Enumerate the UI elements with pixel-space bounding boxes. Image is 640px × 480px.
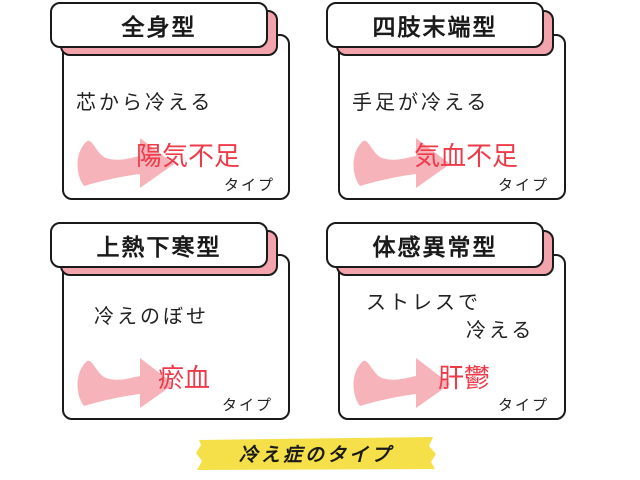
card-title: 四肢末端型 — [326, 2, 544, 48]
card-title: 体感異常型 — [326, 222, 544, 268]
banner-label: 冷え症のタイプ — [238, 443, 393, 466]
type-suffix: タイプ — [222, 396, 274, 414]
card-description-line2: 冷える — [466, 318, 535, 342]
type-card-sensory-abnormal: 体感異常型 ストレスで 冷える 肝鬱 タイプ — [326, 222, 584, 434]
type-suffix: タイプ — [498, 396, 550, 414]
card-title: 全身型 — [50, 2, 268, 48]
type-card-upper-heat-lower-cold: 上熱下寒型 冷えのぼせ 瘀血 タイプ — [50, 222, 308, 434]
type-name: 気血不足 — [414, 142, 519, 172]
card-description: 芯から冷える — [76, 90, 214, 114]
type-suffix: タイプ — [498, 176, 550, 194]
type-card-extremities: 四肢末端型 手足が冷える 気血不足 タイプ — [326, 2, 584, 214]
card-description: 手足が冷える — [352, 90, 490, 114]
banner-background — [196, 437, 436, 470]
type-name: 瘀血 — [158, 364, 211, 394]
title-banner: 冷え症のタイプ — [193, 434, 439, 472]
type-name: 陽気不足 — [136, 142, 241, 172]
type-name: 肝鬱 — [438, 364, 491, 394]
type-suffix: タイプ — [224, 176, 276, 194]
card-title: 上熱下寒型 — [50, 222, 268, 268]
card-description: 冷えのぼせ — [94, 304, 209, 328]
type-card-whole-body: 全身型 芯から冷える 陽気不足 タイプ — [50, 2, 308, 214]
card-description-line1: ストレスで — [366, 290, 481, 314]
